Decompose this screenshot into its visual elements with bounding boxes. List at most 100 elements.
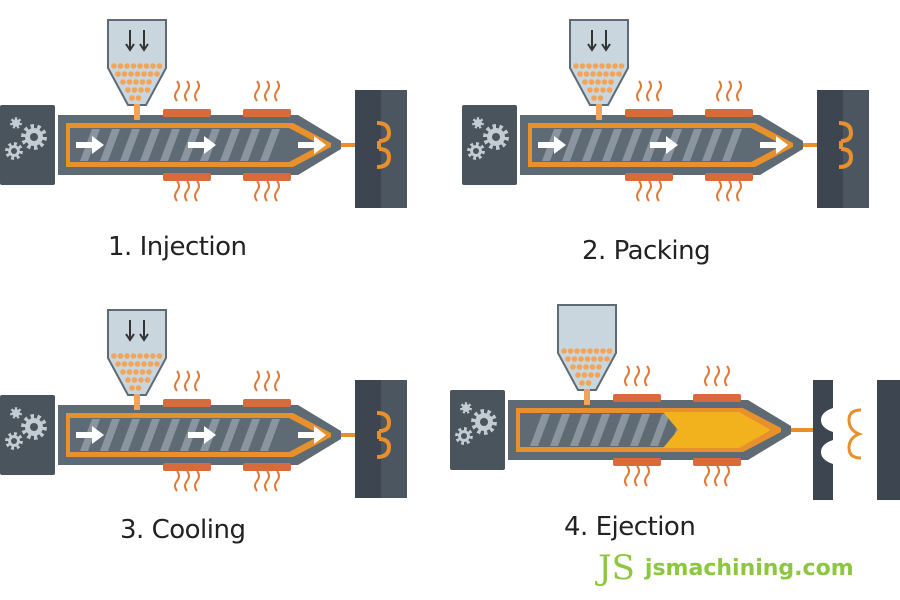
arrow-down-icon xyxy=(125,43,135,52)
heater-band xyxy=(613,458,661,466)
arrow-down-icon xyxy=(139,333,149,342)
packing-diagram xyxy=(462,19,869,208)
heat-wave-icon xyxy=(274,370,280,392)
heat-wave-icon xyxy=(274,80,280,102)
heat-wave-icon xyxy=(714,465,720,487)
panel-packing: 2. Packing xyxy=(462,0,900,300)
heater-band xyxy=(163,399,211,407)
arrow-down-icon xyxy=(601,43,611,52)
heater-band xyxy=(243,109,291,117)
motor-box xyxy=(0,105,55,185)
panel-injection: 1. Injection xyxy=(0,0,450,300)
heat-wave-icon xyxy=(724,465,730,487)
gear-icon xyxy=(10,117,22,129)
nozzle-spout xyxy=(341,433,355,437)
caption-packing: 2. Packing xyxy=(582,236,711,266)
heat-wave-icon xyxy=(194,80,200,102)
ejection-diagram xyxy=(450,304,900,500)
heat-wave-icon xyxy=(194,470,200,492)
arrow-right-icon xyxy=(298,426,326,444)
hopper xyxy=(557,304,617,391)
arrow-right-icon xyxy=(298,136,326,154)
heat-wave-icon xyxy=(646,180,652,202)
heater-band xyxy=(693,458,741,466)
injection-diagram xyxy=(0,19,407,208)
caption-ejection: 4. Ejection xyxy=(564,512,696,542)
mold-icon xyxy=(817,90,869,208)
arrow-right-icon xyxy=(538,136,566,154)
heat-wave-icon xyxy=(254,80,260,102)
heat-wave-icon xyxy=(634,465,640,487)
heat-wave-icon xyxy=(704,365,710,387)
heater-band xyxy=(243,173,291,181)
gear-icon xyxy=(460,402,472,414)
heat-wave-icon xyxy=(736,180,742,202)
heat-wave-icon xyxy=(174,370,180,392)
heater-band xyxy=(163,463,211,471)
heat-wave-icon xyxy=(264,80,270,102)
heat-wave-icon xyxy=(624,365,630,387)
heat-wave-icon xyxy=(184,80,190,102)
heat-wave-icon xyxy=(624,465,630,487)
panel-cooling: 3. Cooling xyxy=(0,290,450,590)
caption-injection: 1. Injection xyxy=(108,232,247,262)
heat-wave-icon xyxy=(726,180,732,202)
nozzle-spout xyxy=(803,143,817,147)
heat-wave-icon xyxy=(644,465,650,487)
mold-icon xyxy=(355,90,407,208)
heat-wave-icon xyxy=(184,370,190,392)
motor-box xyxy=(450,390,505,470)
heat-wave-icon xyxy=(184,180,190,202)
heat-wave-icon xyxy=(714,365,720,387)
heat-wave-icon xyxy=(634,365,640,387)
brand-watermark: JS jsmachining.com xyxy=(598,548,854,588)
heater-band xyxy=(705,109,753,117)
arrow-right-icon xyxy=(188,136,216,154)
motor-box xyxy=(462,105,517,185)
heater-band xyxy=(163,173,211,181)
heat-wave-icon xyxy=(174,470,180,492)
heat-wave-icon xyxy=(184,470,190,492)
nozzle-spout xyxy=(791,428,813,432)
heat-wave-icon xyxy=(716,80,722,102)
caption-cooling: 3. Cooling xyxy=(120,515,246,545)
heater-band xyxy=(163,109,211,117)
heat-wave-icon xyxy=(646,80,652,102)
heat-wave-icon xyxy=(174,180,180,202)
heat-wave-icon xyxy=(736,80,742,102)
heat-wave-icon xyxy=(726,80,732,102)
arrow-down-icon xyxy=(125,333,135,342)
molten-charge xyxy=(663,412,771,448)
heat-wave-icon xyxy=(724,365,730,387)
heater-band xyxy=(625,173,673,181)
hopper xyxy=(569,19,629,106)
heat-wave-icon xyxy=(254,180,260,202)
arrow-right-icon xyxy=(76,136,104,154)
heat-wave-icon xyxy=(264,180,270,202)
pellets xyxy=(561,348,613,405)
mold-icon xyxy=(355,380,407,498)
heat-wave-icon xyxy=(656,80,662,102)
arrow-right-icon xyxy=(760,136,788,154)
gear-icon xyxy=(10,407,22,419)
heat-wave-icon xyxy=(656,180,662,202)
cooling-diagram xyxy=(0,309,407,498)
heater-band xyxy=(613,394,661,402)
heat-wave-icon xyxy=(194,180,200,202)
motor-box xyxy=(0,395,55,475)
nozzle-spout xyxy=(341,143,355,147)
pellets xyxy=(573,63,625,120)
heat-wave-icon xyxy=(636,80,642,102)
arrow-right-icon xyxy=(188,426,216,444)
brand-logo: JS xyxy=(598,548,635,588)
arrow-down-icon xyxy=(139,43,149,52)
heat-wave-icon xyxy=(716,180,722,202)
panel-ejection: 4. Ejection xyxy=(440,290,900,590)
heater-band xyxy=(625,109,673,117)
heat-wave-icon xyxy=(274,180,280,202)
heat-wave-icon xyxy=(174,80,180,102)
hopper xyxy=(107,309,167,396)
arrow-right-icon xyxy=(650,136,678,154)
hopper xyxy=(107,19,167,106)
heat-wave-icon xyxy=(644,365,650,387)
